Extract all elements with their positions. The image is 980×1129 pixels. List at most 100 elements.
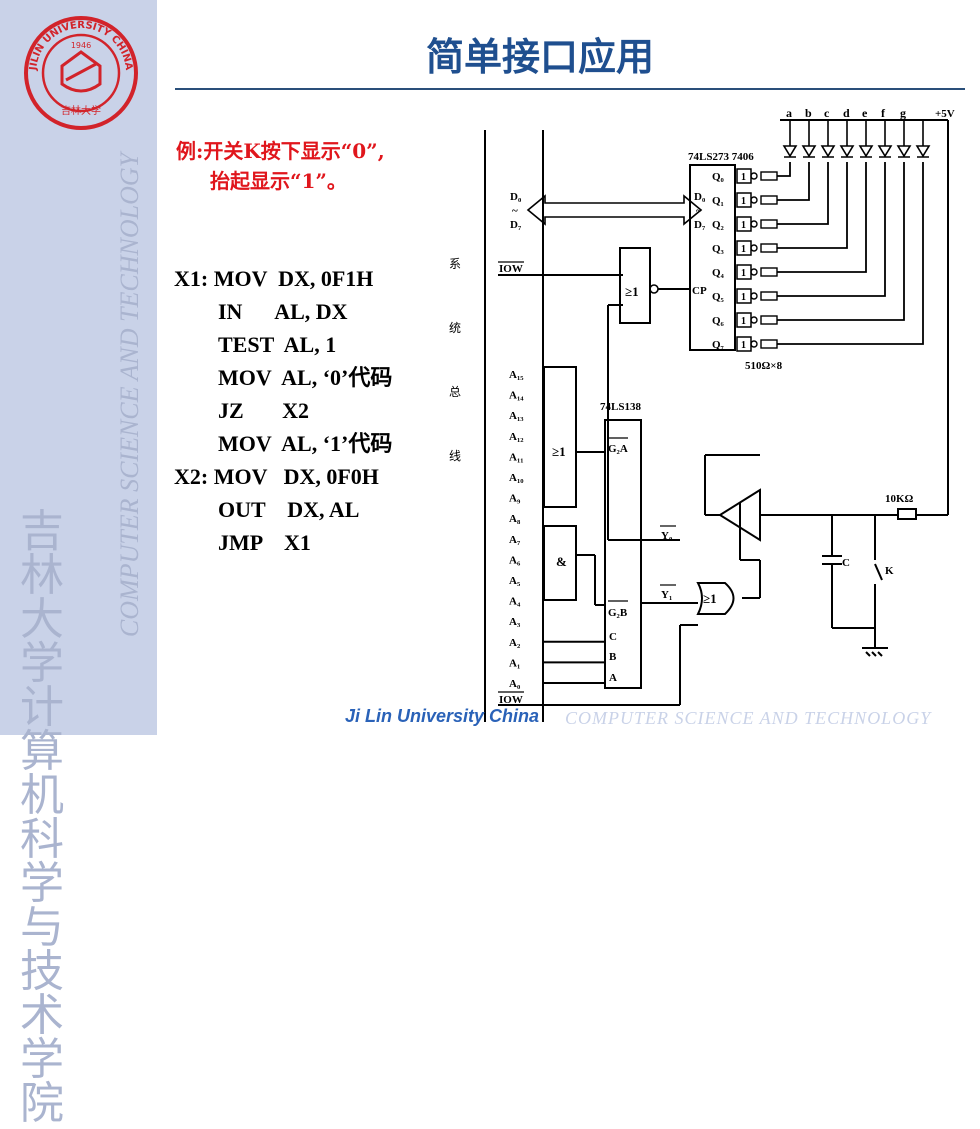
label-y1: Y₁ bbox=[661, 589, 672, 601]
segment-label: a bbox=[786, 106, 792, 120]
university-logo: 1946 吉林大学 JILIN UNIVERSITY CHINA bbox=[24, 16, 138, 130]
segment-wire bbox=[777, 162, 848, 249]
address-label: A₁₃ bbox=[509, 410, 524, 422]
address-label: A₉ bbox=[509, 493, 521, 505]
label-d7-left: D₇ bbox=[510, 219, 522, 231]
label-tilde-right: ~ bbox=[696, 205, 702, 217]
resistor bbox=[760, 171, 778, 181]
segment-wire bbox=[777, 162, 829, 225]
segment-wire bbox=[777, 162, 791, 177]
label-a-pin: A bbox=[609, 672, 617, 684]
buffer-label: 1 bbox=[741, 268, 746, 279]
label-d0-right: D₀ bbox=[694, 191, 706, 203]
watermark-cn: 吉林大学计算机科学与技术学院 bbox=[20, 506, 64, 1129]
segment-wire bbox=[777, 162, 810, 201]
buffer-label: 1 bbox=[741, 244, 746, 255]
logo-year: 1946 bbox=[71, 41, 91, 50]
footer-university: Ji Lin University China bbox=[345, 706, 540, 726]
footer-department: COMPUTER SCIENCE AND TECHNOLOGY bbox=[565, 708, 932, 728]
buffer-bubble bbox=[750, 268, 758, 276]
address-label: A₀ bbox=[509, 678, 521, 690]
code-line: MOV AL, ‘0’代码 bbox=[218, 365, 393, 390]
address-label: A₁₀ bbox=[509, 472, 524, 484]
bus-label-char: 线 bbox=[449, 449, 461, 463]
q-label: Q₃ bbox=[712, 243, 725, 255]
code-line: TEST AL, 1 bbox=[218, 332, 337, 357]
label-cap: C bbox=[842, 557, 850, 569]
watermark-en: COMPUTER SCIENCE AND TECHNOLOGY bbox=[115, 152, 144, 638]
address-label: A₈ bbox=[509, 513, 521, 525]
label-tilde-left: ~ bbox=[512, 205, 518, 217]
buffer-label: 1 bbox=[741, 172, 746, 183]
q-label: Q₅ bbox=[712, 291, 725, 303]
segment-label: g bbox=[900, 106, 906, 120]
example-text: 例:开关K按下显示“0”, 抬起显示“1”。 bbox=[176, 136, 466, 196]
led-segment bbox=[801, 145, 817, 158]
example-line-2: 抬起显示“1”。 bbox=[210, 169, 347, 193]
resistor bbox=[760, 195, 778, 205]
led-segment bbox=[858, 145, 874, 158]
label-vcc: +5V bbox=[935, 108, 955, 120]
resistor bbox=[760, 267, 778, 277]
label-d7-right: D₇ bbox=[694, 219, 706, 231]
label-y0: Y₀ bbox=[661, 530, 673, 542]
buffer-bubble bbox=[750, 292, 758, 300]
address-label: A₃ bbox=[509, 616, 521, 628]
label-g2a: G₂A bbox=[608, 443, 628, 455]
q-label: Q₇ bbox=[712, 339, 725, 351]
resistor bbox=[760, 339, 778, 349]
buffer-bubble bbox=[750, 244, 758, 252]
segment-wire bbox=[777, 162, 924, 345]
code-line: OUT DX, AL bbox=[218, 497, 360, 522]
address-label: A₄ bbox=[509, 596, 521, 608]
code-line: X1: MOV DX, 0F1H bbox=[174, 266, 374, 291]
label-resistors: 510Ω×8 bbox=[745, 360, 783, 372]
resistor bbox=[760, 243, 778, 253]
segment-label: b bbox=[805, 106, 812, 120]
buffer-label: 1 bbox=[741, 292, 746, 303]
segment-wire bbox=[777, 162, 905, 321]
q-label: Q₆ bbox=[712, 315, 725, 327]
bus-label-char: 系 bbox=[449, 257, 461, 271]
address-label: A₇ bbox=[509, 534, 521, 546]
resistor bbox=[760, 291, 778, 301]
label-10k: 10KΩ bbox=[885, 493, 914, 505]
address-label: A₁₄ bbox=[509, 390, 524, 402]
led-segment bbox=[820, 145, 836, 158]
label-b-pin: B bbox=[609, 651, 617, 663]
led-segment bbox=[915, 145, 931, 158]
address-label: A₂ bbox=[509, 637, 521, 649]
buffer-bubble bbox=[750, 220, 758, 228]
label-iow-bottom: IOW bbox=[499, 694, 523, 706]
label-cp: CP bbox=[692, 285, 707, 297]
code-line: MOV AL, ‘1’代码 bbox=[218, 431, 393, 456]
segment-wire bbox=[777, 162, 886, 297]
segment-wire bbox=[777, 162, 867, 273]
led-segment bbox=[839, 145, 855, 158]
label-decoder-title: 74LS138 bbox=[600, 401, 641, 413]
label-latch-title: 74LS273 7406 bbox=[688, 151, 754, 163]
label-c-pin: C bbox=[609, 631, 617, 643]
q-label: Q₄ bbox=[712, 267, 725, 279]
slide-title: 简单接口应用 bbox=[425, 34, 654, 79]
code-line: JZ X2 bbox=[218, 398, 310, 423]
label-or-top: ≥1 bbox=[625, 284, 639, 299]
segment-label: f bbox=[881, 106, 886, 120]
segment-label: c bbox=[824, 106, 830, 120]
code-line: JMP X1 bbox=[218, 530, 311, 555]
label-switch: K bbox=[885, 565, 894, 577]
label-iow-top: IOW bbox=[499, 263, 523, 275]
buffer-label: 1 bbox=[741, 196, 746, 207]
q-label: Q₂ bbox=[712, 219, 725, 231]
bus-label-char: 统 bbox=[449, 321, 461, 335]
q-label: Q₁ bbox=[712, 195, 724, 207]
title-rule bbox=[175, 88, 965, 90]
label-g2b: G₂B bbox=[608, 607, 628, 619]
bus-label-char: 总 bbox=[449, 385, 461, 399]
buffer-label: 1 bbox=[741, 220, 746, 231]
led-segment bbox=[877, 145, 893, 158]
segment-label: d bbox=[843, 106, 850, 120]
buffer-bubble bbox=[750, 340, 758, 348]
address-label: A₁₁ bbox=[509, 451, 524, 463]
